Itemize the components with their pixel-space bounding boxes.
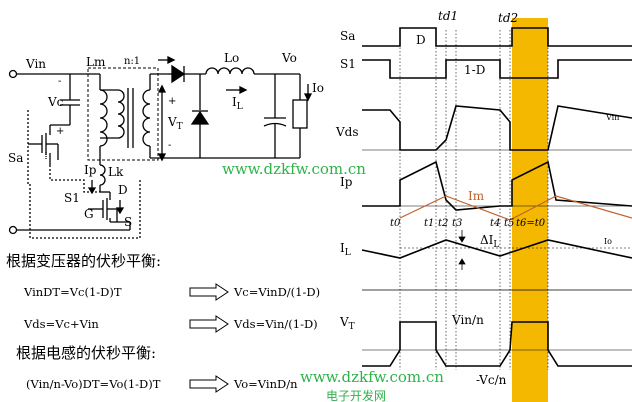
vt-label: VT xyxy=(167,115,183,132)
eq2-left: Vds=Vc+Vin xyxy=(23,317,99,331)
lk-label: Lk xyxy=(108,165,124,179)
transformer-dashed-box xyxy=(87,67,159,161)
waveform-labels: Sa S1 D 1-D td1 td2 Vds Vin Ip Im t0 t1 … xyxy=(335,9,619,387)
delta-il-arrows xyxy=(458,230,466,270)
lk-inductor xyxy=(99,164,106,186)
time-markers xyxy=(399,30,549,370)
d-label: D xyxy=(118,183,128,197)
ip-label: Ip xyxy=(84,163,97,177)
vt-plus: + xyxy=(168,96,176,107)
secondary-loop-dashed xyxy=(29,180,141,239)
watermark-url-bottom: www.dzkfw.com.cn xyxy=(300,368,444,386)
s1-label: S1 xyxy=(64,191,80,205)
im-wave-label: Im xyxy=(468,189,485,203)
vc-label: Vc xyxy=(47,95,64,109)
circuit-schematic xyxy=(8,55,313,239)
im-waveform xyxy=(399,195,632,221)
watermarks: www.dzkfw.com.cn www.dzkfw.com.cn 电子开发网 xyxy=(222,160,444,402)
s1-waveform xyxy=(362,59,632,79)
freewheel-diode xyxy=(190,110,210,125)
watermark-url-top: www.dzkfw.com.cn xyxy=(222,160,366,178)
vo-label: Vo xyxy=(281,51,297,65)
output-diode xyxy=(171,64,186,84)
t1-label: t1 xyxy=(424,218,434,229)
lm-label: Lm xyxy=(86,55,106,69)
arrow-eq2 xyxy=(189,315,229,333)
one-minus-d-label: 1-D xyxy=(464,63,485,77)
lo-inductor xyxy=(205,67,255,75)
vt-minus: - xyxy=(168,140,171,151)
eq3-left: (Vin/n-Vo)DT=Vo(1-D)T xyxy=(26,377,161,391)
vt-wave-label: VT xyxy=(339,315,355,332)
io-label: Io xyxy=(312,81,324,95)
vds-waveform xyxy=(362,105,632,151)
arrow-eq3 xyxy=(189,375,229,393)
equations: 根据变压器的伏秒平衡: VinDT=Vc(1-D)T Vc=VinD/(1-D)… xyxy=(6,252,320,391)
circuit-labels: Vin Lm n:1 Lo Vo Io IL Vc Sa Ip Lk S1 G … xyxy=(8,51,324,229)
clamp-loop-dashed xyxy=(49,165,100,193)
vin-level-label: Vin xyxy=(605,113,619,122)
vin-terminal-bottom xyxy=(8,225,18,235)
ip-waveform xyxy=(362,160,632,211)
t0-label: t0 xyxy=(390,218,401,229)
vds-wave-label: Vds xyxy=(335,125,359,139)
eq3-right: Vo=VinD/n xyxy=(233,377,298,391)
t2-label: t2 xyxy=(438,218,448,229)
td1-label: td1 xyxy=(438,9,458,23)
secondary-winding xyxy=(142,89,151,147)
ratio-label: n:1 xyxy=(124,56,140,67)
arrow-eq1 xyxy=(189,283,229,301)
vin-terminal-top xyxy=(8,69,18,79)
vt-waveform xyxy=(362,321,632,367)
neg-vc-n-label: -Vc/n xyxy=(476,373,507,387)
sa-label: Sa xyxy=(8,151,23,165)
load-resistor xyxy=(292,99,308,129)
inductor-balance-title: 根据电感的伏秒平衡: xyxy=(16,344,156,362)
output-capacitor-plate-2 xyxy=(263,122,287,127)
ip-wave-label: Ip xyxy=(340,175,353,189)
vin-n-label: Vin/n xyxy=(451,313,484,327)
d-interval-label: D xyxy=(416,33,426,47)
s1-wave-label: S1 xyxy=(340,57,356,71)
t5-label: t5 xyxy=(504,218,514,229)
eq1-left: VinDT=Vc(1-D)T xyxy=(23,285,122,299)
sa-waveform xyxy=(362,27,632,47)
sa-wave-label: Sa xyxy=(340,29,355,43)
delta-il-label: ΔIL xyxy=(480,233,499,250)
il-wave-label: IL xyxy=(340,241,351,258)
vc-minus: - xyxy=(58,76,61,87)
t3-label: t3 xyxy=(452,218,462,229)
eq2-right: Vds=Vin/(1-D) xyxy=(233,317,318,331)
transformer-balance-title: 根据变压器的伏秒平衡: xyxy=(6,252,161,270)
td2-label: td2 xyxy=(498,11,518,25)
t6-label: t6=t0 xyxy=(516,218,546,229)
watermark-site-name: 电子开发网 xyxy=(326,388,386,402)
vin-label: Vin xyxy=(25,57,46,71)
vc-plus: + xyxy=(56,126,64,137)
lm-inductor xyxy=(117,89,125,139)
implication-arrows xyxy=(189,283,229,393)
eq1-right: Vc=VinD/(1-D) xyxy=(233,285,320,299)
io-wave-label: Io xyxy=(604,237,612,246)
s-label: S xyxy=(124,215,132,229)
il-label: IL xyxy=(232,95,243,112)
primary-winding xyxy=(99,89,108,147)
lo-label: Lo xyxy=(224,51,239,65)
g-label: G xyxy=(84,207,94,221)
t4-label: t4 xyxy=(490,218,500,229)
